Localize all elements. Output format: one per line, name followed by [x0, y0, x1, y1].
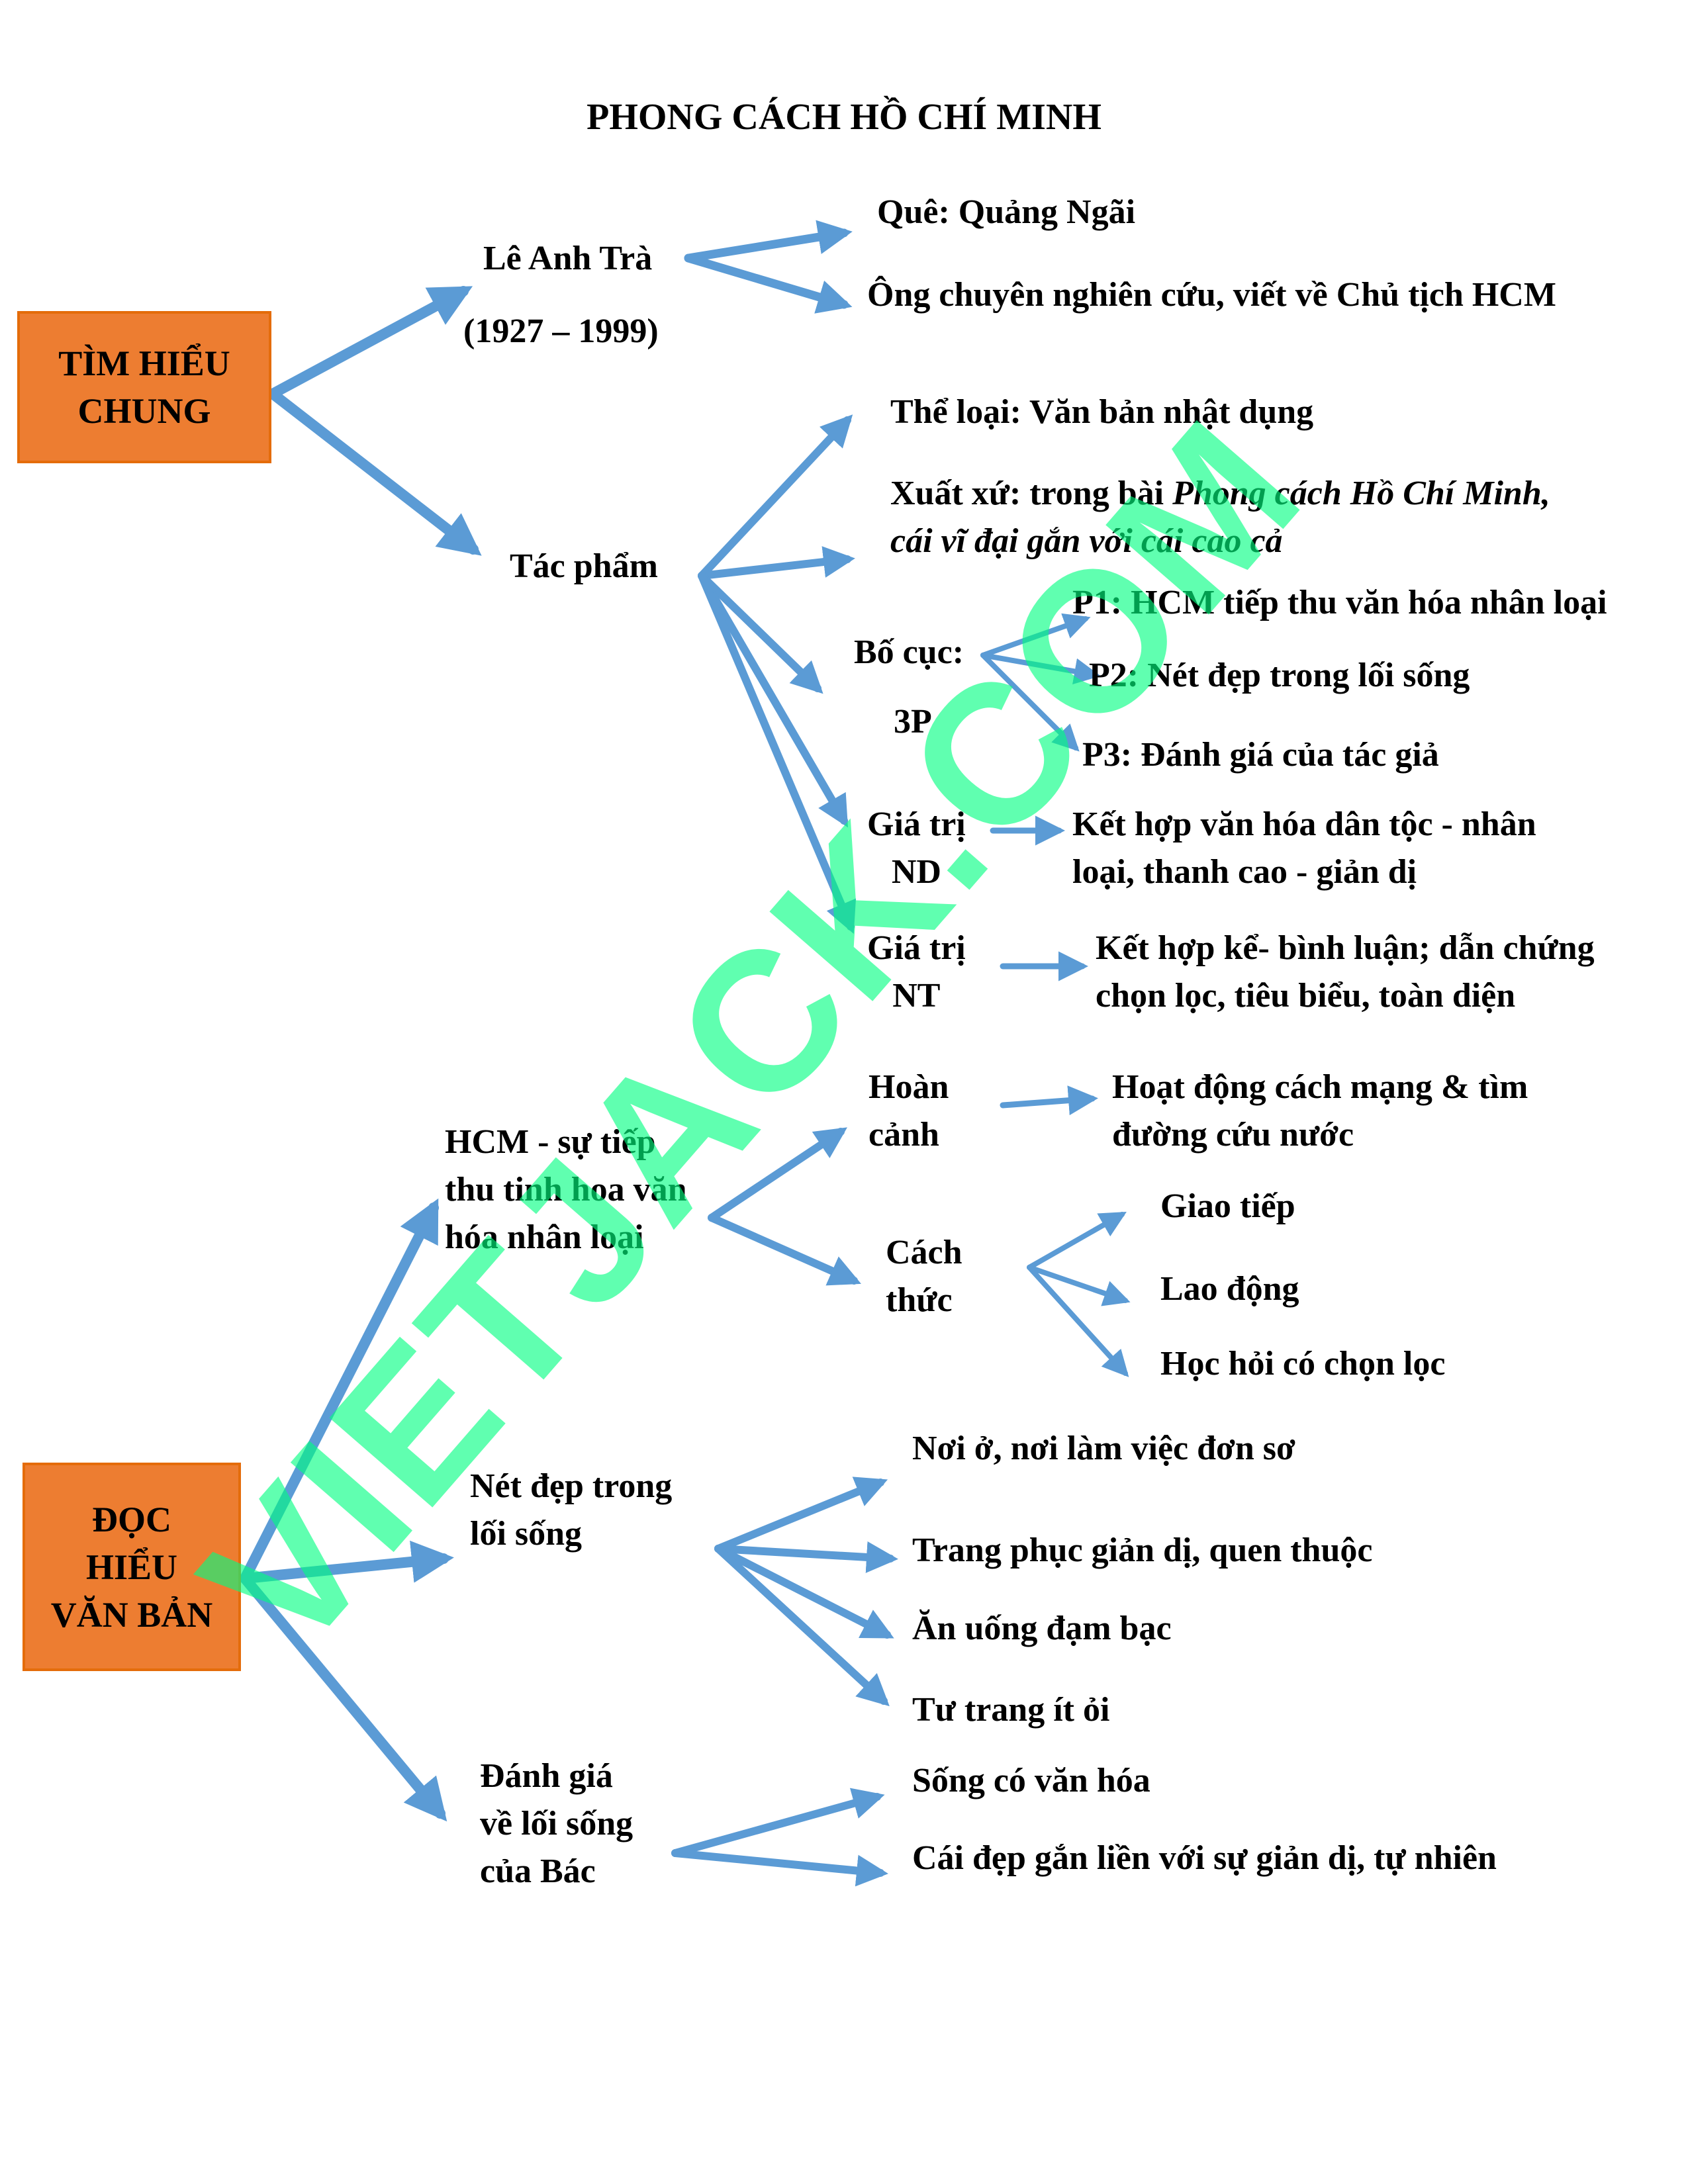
context-text: Hoạt động cách mạng & tìm đường cứu nước [1112, 1068, 1528, 1154]
author-years: (1927 – 1999) [463, 312, 659, 350]
arrow-to-content-value [698, 572, 849, 828]
page-title: PHONG CÁCH HỒ CHÍ MINH [586, 97, 1102, 138]
context-label: Hoàn cảnh [868, 1068, 949, 1154]
arrow-to-residence [714, 1477, 888, 1553]
layout-part-3: P3: Đánh giá của tác giả [1082, 736, 1439, 774]
layout-count: 3P [894, 703, 932, 741]
arrow-to-context [708, 1127, 847, 1222]
arrow-to-beauty [671, 1849, 888, 1887]
method-labour: Lao động [1160, 1270, 1299, 1308]
section-box-reading: ĐỌC HIỂU VĂN BẢN [23, 1463, 241, 1671]
content-value-label: Giá trị ND [867, 805, 966, 891]
arrow-to-branch1 [240, 1198, 439, 1584]
author-name: Lê Anh Trà [483, 240, 653, 277]
lifestyle-residence: Nơi ở, nơi làm việc đơn sơ [912, 1430, 1295, 1467]
arrow-to-branch2 [240, 1540, 454, 1584]
section-box-general-label: TÌM HIỂU CHUNG [58, 343, 230, 431]
arrow-to-research [684, 253, 853, 314]
evaluation-cultured: Sống có văn hóa [912, 1762, 1150, 1799]
method-label: Cách thức [886, 1234, 962, 1319]
work-origin-line2: cái vĩ đại gắn với cái cao cả [890, 518, 1283, 565]
arrow-to-hometown [684, 220, 853, 263]
arrow-to-clothing [714, 1541, 898, 1573]
arrow-to-p1 [980, 613, 1091, 658]
arrow-to-belongings [714, 1545, 890, 1707]
arrow-to-genre [698, 414, 853, 580]
art-value-label: Giá trị NT [867, 929, 966, 1015]
work-origin-title-1: Phong cách Hồ Chí Minh, [1172, 475, 1550, 512]
arrow-to-art-value [698, 572, 857, 934]
author-research: Ông chuyên nghiên cứu, viết về Chủ tịch … [867, 276, 1556, 314]
arrow-to-method [708, 1214, 861, 1286]
arrow-to-work [267, 388, 482, 556]
evaluation-beauty: Cái đẹp gắn liền với sự giản dị, tự nhiê… [912, 1839, 1497, 1877]
arrow-to-learning [1027, 1265, 1129, 1377]
work-origin-title-2: cái vĩ đại gắn với cái cao cả [890, 522, 1283, 560]
arrow-to-p3 [980, 653, 1080, 752]
work-genre: Thể loại: Văn bản nhật dụng [890, 393, 1314, 431]
art-value: Kết hợp kể- bình luận; dẫn chứng chọn lọ… [1096, 929, 1595, 1015]
arrow-to-author [267, 286, 473, 399]
arrow-to-origin [698, 546, 855, 580]
branch3-label: Đánh giá về lối sống của Bác [480, 1757, 633, 1890]
arrow-to-layout [698, 572, 823, 694]
lifestyle-belongings: Tư trang ít ỏi [912, 1691, 1110, 1729]
arrow-context [1000, 1085, 1098, 1116]
arrow-to-eating [714, 1545, 894, 1639]
work-origin: Xuất xứ: trong bài Phong cách Hồ Chí Min… [890, 470, 1550, 518]
method-learning: Học hỏi có chọn lọc [1160, 1345, 1446, 1383]
author-hometown: Quê: Quảng Ngãi [877, 193, 1136, 231]
branch1-label: HCM - sự tiếp thu tinh hoa văn hóa nhân … [445, 1123, 687, 1256]
branch2-label: Nét đẹp trong lối sống [470, 1467, 673, 1553]
arrow-to-cultured [671, 1788, 885, 1857]
work-origin-prefix: Xuất xứ: trong bài [890, 475, 1173, 512]
section-box-reading-label: ĐỌC HIỂU VĂN BẢN [50, 1499, 213, 1635]
arrow-to-communication [1027, 1212, 1127, 1270]
lifestyle-clothing: Trang phục giản dị, quen thuộc [912, 1531, 1373, 1569]
arrow-to-branch3 [240, 1573, 447, 1822]
lifestyle-eating: Ăn uống đạm bạc [912, 1610, 1172, 1647]
layout-part-1: P1: HCM tiếp thu văn hóa nhân loại [1072, 584, 1607, 621]
work-label: Tác phẩm [510, 547, 658, 585]
arrow-to-labour [1027, 1265, 1131, 1306]
content-value: Kết hợp văn hóa dân tộc - nhân loại, tha… [1072, 805, 1536, 891]
layout-label: Bố cục: [854, 633, 964, 671]
section-box-general: TÌM HIỂU CHUNG [17, 311, 271, 463]
arrow-to-p2 [980, 653, 1101, 685]
layout-part-2: P2: Nét đẹp trong lối sống [1089, 657, 1470, 694]
method-communication: Giao tiếp [1160, 1187, 1295, 1225]
